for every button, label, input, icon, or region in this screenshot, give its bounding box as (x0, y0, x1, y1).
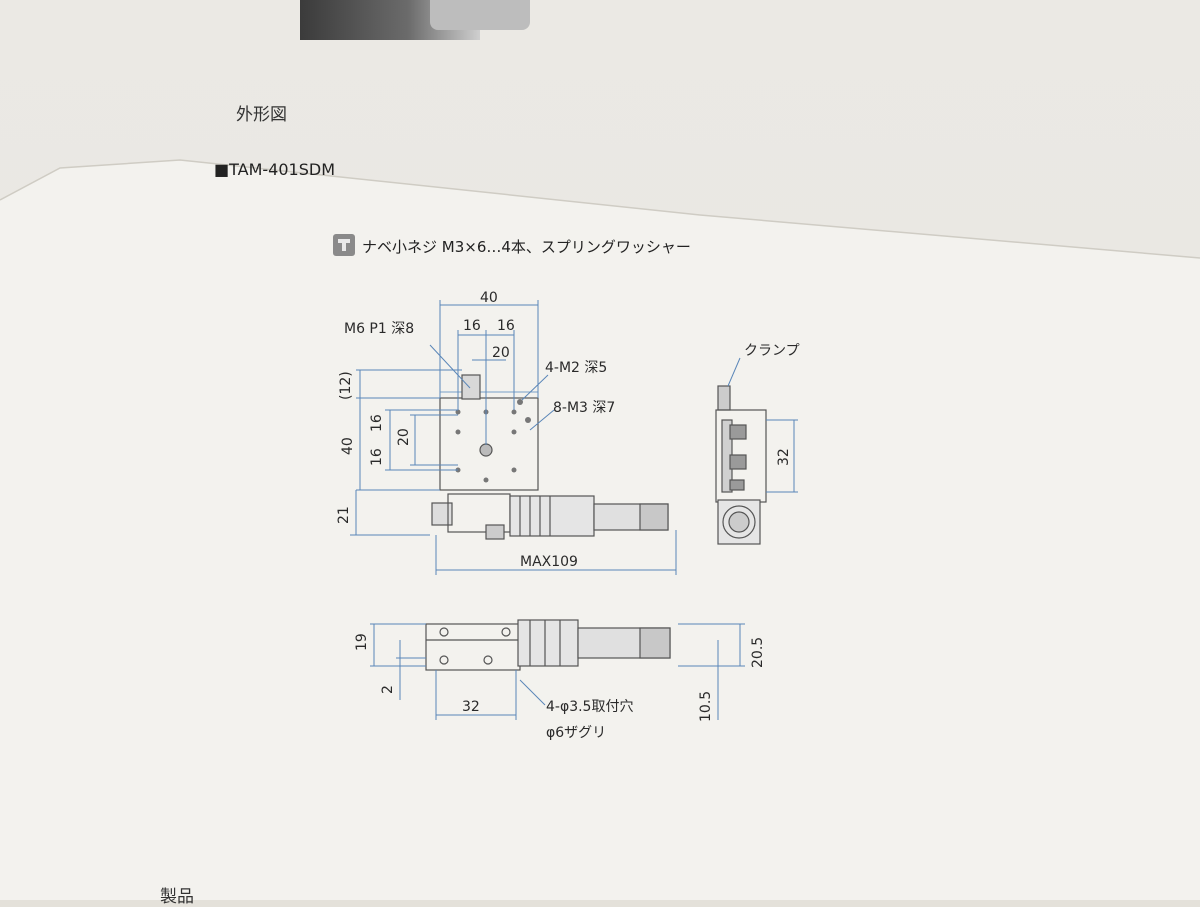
dim-32-side: 32 (776, 448, 792, 466)
micrometer-barrel (509, 495, 595, 537)
dim-16-a: 16 (463, 318, 481, 334)
dim-20-left: 20 (396, 428, 412, 446)
label-clamp: クランプ (744, 343, 800, 359)
dim-max-109: MAX109 (520, 554, 578, 570)
dim-40-top: 40 (480, 290, 498, 306)
clamp-knob-top (461, 374, 481, 400)
dim-12-paren: (12) (338, 371, 354, 400)
screw-icon (333, 234, 355, 256)
model-number: ■TAM-401SDM (214, 160, 335, 179)
stage-top-plate (439, 397, 539, 491)
dim-2: 2 (380, 685, 396, 694)
label-m6-thread: M6 P1 深8 (344, 321, 414, 337)
dim-20-top: 20 (492, 345, 510, 361)
section-title: 外形図 (236, 105, 287, 125)
label-4m2-thread: 4-M2 深5 (545, 360, 607, 376)
dim-20-5: 20.5 (750, 637, 766, 668)
center-hole-m6 (479, 443, 493, 457)
dim-16-left-a: 16 (369, 414, 385, 432)
dim-10-5: 10.5 (698, 691, 714, 722)
accessory-note: ナベ小ネジ M3×6…4本、スプリングワッシャー (362, 238, 691, 256)
dim-40-left: 40 (340, 437, 356, 455)
dim-16-b: 16 (497, 318, 515, 334)
dim-19: 19 (354, 633, 370, 651)
label-mounting-holes: 4-φ3.5取付穴 (546, 699, 633, 715)
dim-21: 21 (336, 506, 352, 524)
product-photo-fragment-2 (430, 0, 530, 30)
clamp-knob-side (717, 385, 731, 411)
label-8m3-thread: 8-M3 深7 (553, 400, 615, 416)
label-counterbore: φ6ザグリ (546, 725, 606, 741)
dim-16-left-b: 16 (369, 448, 385, 466)
dim-32-front: 32 (462, 699, 480, 715)
